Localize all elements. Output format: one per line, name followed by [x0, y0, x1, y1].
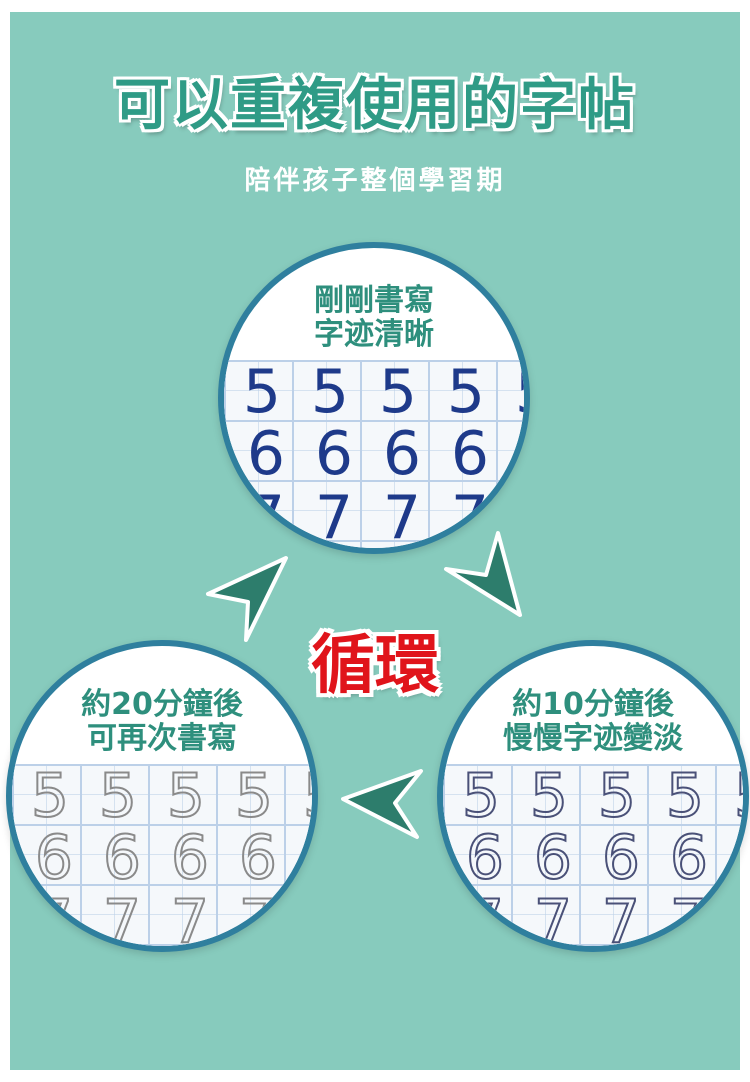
digit: 5: [242, 357, 282, 427]
digit: 5: [446, 357, 486, 427]
page-subtitle: 陪伴孩子整個學習期: [244, 166, 506, 196]
arrow-icon: [341, 769, 423, 839]
digit: 6: [314, 419, 354, 489]
digit: 5: [166, 761, 206, 831]
digit: 5: [529, 761, 569, 831]
digit-row-6: 66666: [232, 419, 524, 489]
page-title: 可以重複使用的字帖: [114, 73, 636, 138]
arrow-icon: [206, 556, 288, 642]
caption-line-1: 剛剛書寫: [314, 283, 434, 318]
digit: 6: [102, 823, 142, 893]
digit: 5: [378, 357, 418, 427]
caption-line-2: 可再次書寫: [87, 721, 237, 756]
caption-line-2: 慢慢字迹變淡: [503, 721, 683, 756]
digit: 7: [450, 483, 490, 553]
digit: 6: [170, 823, 210, 893]
digit: 6: [669, 823, 709, 893]
digit: 7: [533, 887, 573, 952]
digit: 5: [310, 357, 350, 427]
digit: 7: [669, 887, 709, 952]
caption-line-1: 約10分鐘後: [512, 687, 674, 722]
digit-row-6: 66666: [451, 823, 743, 893]
digit: 5: [288, 765, 312, 827]
digit: 7: [314, 483, 354, 553]
digit: 5: [719, 765, 743, 827]
digit: 6: [34, 823, 74, 893]
digit: 5: [500, 362, 524, 422]
digit: 5: [597, 761, 637, 831]
caption-line-1: 約20分鐘後: [81, 687, 243, 722]
digit: 6: [382, 419, 422, 489]
digit: 5: [30, 761, 70, 831]
digit: 7: [102, 887, 142, 952]
digit: 6: [601, 823, 641, 893]
arrow-icon: [444, 531, 522, 617]
digit: 5: [98, 761, 138, 831]
caption-rewritable: 約20分鐘後 可再次書寫: [12, 688, 312, 756]
digit: 5: [461, 761, 501, 831]
digit: 6: [504, 424, 524, 484]
digit: 7: [601, 887, 641, 952]
digit: 5: [665, 761, 705, 831]
caption-line-2: 字迹清晰: [314, 317, 434, 352]
digit: 7: [34, 887, 74, 952]
digit: 6: [450, 419, 490, 489]
digit: 7: [246, 483, 286, 553]
digit: 6: [533, 823, 573, 893]
digit: 7: [465, 887, 505, 952]
digit: 6: [246, 419, 286, 489]
digit-row-5: 55555: [228, 357, 524, 427]
digit: 7: [382, 483, 422, 553]
caption-fading: 約10分鐘後 慢慢字迹變淡: [443, 688, 743, 756]
digit: 5: [234, 761, 274, 831]
digit: 7: [170, 887, 210, 952]
digit: 7: [238, 887, 278, 952]
digit-row-5: 55555: [16, 761, 312, 831]
digit: 6: [238, 823, 278, 893]
cycle-label: 循環: [311, 629, 439, 703]
caption-just-written: 剛剛書寫 字迹清晰: [224, 284, 524, 352]
digit: 6: [723, 827, 743, 889]
digit: 6: [465, 823, 505, 893]
digit-row-5: 55555: [447, 761, 743, 831]
